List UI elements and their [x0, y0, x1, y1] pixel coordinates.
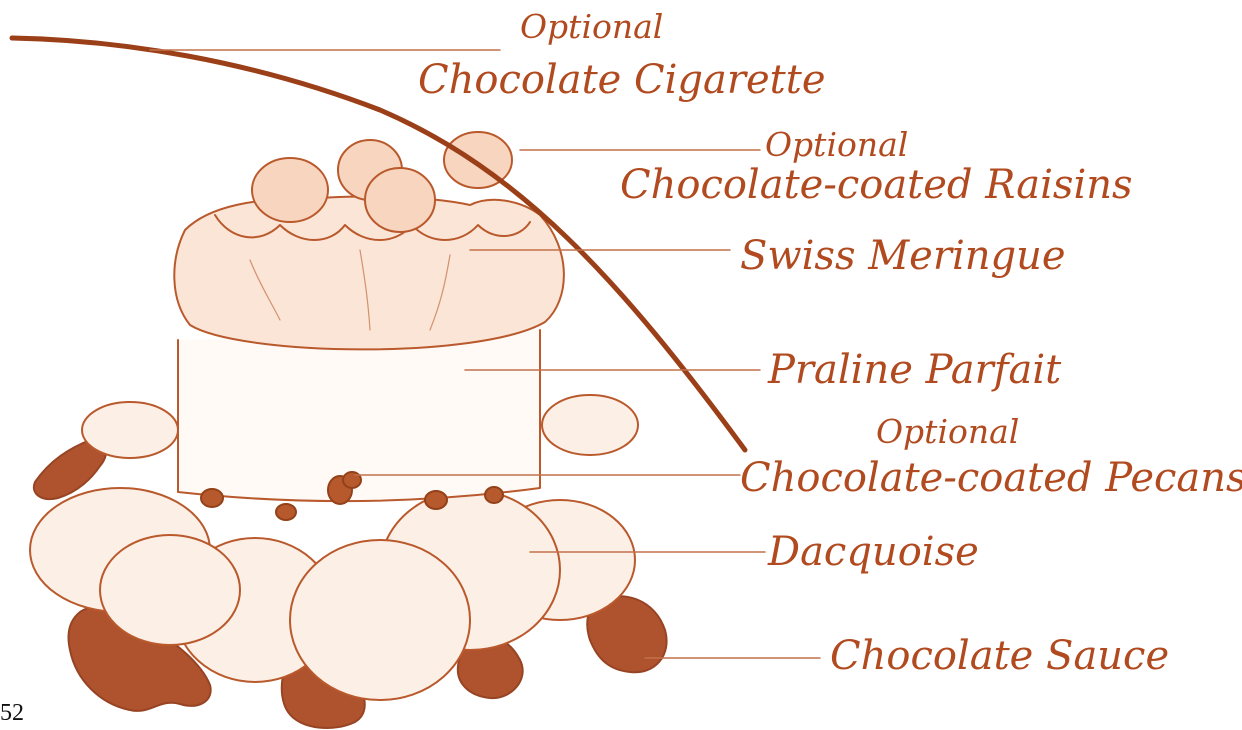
label-praline-parfait: Praline Parfait	[768, 350, 1061, 390]
label-cigarette-optional: Optional	[520, 10, 663, 43]
swiss-meringue	[174, 197, 564, 350]
label-chocolate-coated-raisins: Chocolate-coated Raisins	[620, 165, 1133, 205]
label-swiss-meringue: Swiss Meringue	[740, 236, 1066, 276]
page-number: 52	[0, 700, 24, 727]
label-dacquoise: Dacquoise	[768, 532, 979, 572]
label-chocolate-cigarette: Chocolate Cigarette	[418, 60, 826, 100]
label-raisins-optional: Optional	[765, 128, 908, 161]
label-chocolate-sauce: Chocolate Sauce	[830, 636, 1169, 676]
label-chocolate-coated-pecans: Chocolate-coated Pecans	[740, 458, 1242, 498]
label-pecans-optional: Optional	[876, 415, 1019, 448]
